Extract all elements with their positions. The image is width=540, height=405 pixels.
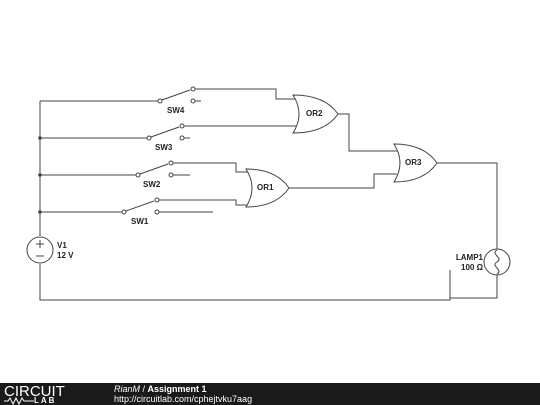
title-separator: / — [140, 384, 148, 394]
schematic-drawing — [26, 86, 511, 301]
junction-sw2 — [38, 173, 42, 177]
or2-label: OR2 — [306, 109, 323, 118]
or1-gate-shape — [245, 168, 290, 208]
or3-label: OR3 — [405, 158, 422, 167]
or1-label: OR1 — [257, 183, 274, 192]
circuit-title[interactable]: Assignment 1 — [147, 384, 207, 394]
lamp-return-wire — [449, 270, 498, 299]
v1-value-label: 12 V — [57, 251, 74, 260]
sw1-label: SW1 — [131, 217, 149, 226]
or2-output-wire — [338, 113, 397, 152]
sw2-output-wire — [171, 162, 250, 173]
logo-wordmark-top: CIRCUIT — [4, 383, 65, 400]
switch-sw2 — [135, 160, 190, 178]
sw3-label: SW3 — [155, 143, 173, 152]
switch-sw1 — [121, 197, 213, 215]
circuit-url[interactable]: http://circuitlab.com/cphejtvku7aag — [114, 394, 253, 404]
sw1-output-wire — [157, 199, 250, 206]
circuitlab-logo[interactable]: CIRCUIT LAB — [4, 384, 94, 405]
switch-sw3 — [146, 123, 190, 141]
or1-output-wire — [289, 173, 397, 189]
schematic-canvas: SW4 SW3 SW2 SW1 OR2 OR3 OR1 V1 12 V LAMP… — [26, 86, 511, 301]
or2-gate-shape — [292, 94, 339, 134]
v1-name-label: V1 — [57, 241, 67, 250]
left-rail-wire — [39, 101, 451, 301]
junction-sw1 — [38, 210, 42, 214]
lamp-lamp1 — [483, 248, 511, 276]
sw4-output-wire — [193, 88, 301, 100]
footer-title-line: RianM / Assignment 1 — [114, 384, 207, 395]
lamp1-value-label: 100 Ω — [461, 263, 483, 272]
or3-output-wire — [437, 162, 498, 249]
sw2-label: SW2 — [143, 180, 161, 189]
rail-junctions — [38, 136, 42, 214]
voltage-source-v1 — [26, 236, 54, 264]
logo-wordmark-bottom: LAB — [34, 396, 57, 405]
sw4-label: SW4 — [167, 106, 185, 115]
switch-sw4 — [157, 86, 201, 104]
lamp1-name-label: LAMP1 — [455, 253, 483, 262]
author-name[interactable]: RianM — [114, 384, 141, 394]
or3-gate-shape — [393, 143, 438, 183]
footer-bar: CIRCUIT LAB RianM / Assignment 1 http://… — [0, 383, 540, 405]
junction-sw3 — [38, 136, 42, 140]
logo-resistor-icon — [4, 397, 34, 405]
